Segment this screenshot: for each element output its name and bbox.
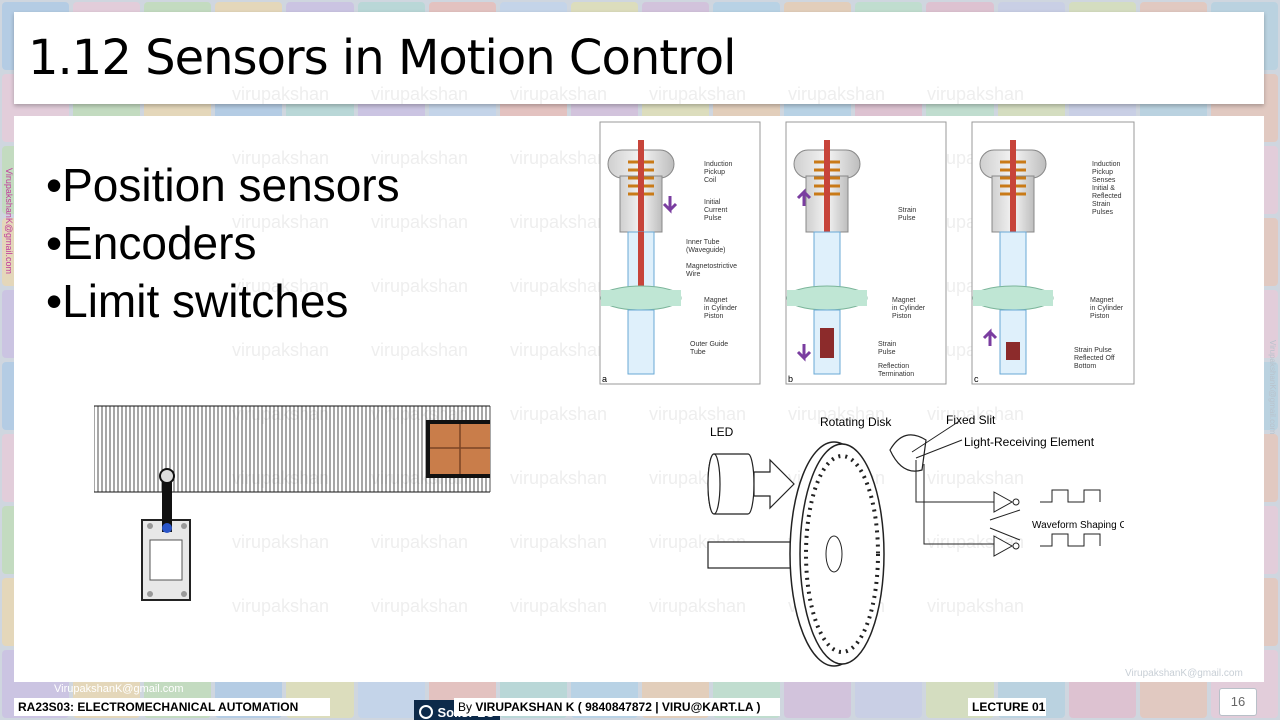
bottom-email-right: VirupakshanK@gmail.com [1125, 668, 1243, 679]
svg-text:Induction: Induction [704, 161, 733, 168]
side-email-watermark: VirupakshanK@gmail.com [4, 168, 14, 275]
svg-text:Coil: Coil [704, 177, 717, 184]
watermark-text: virupakshan [510, 276, 608, 296]
optical-encoder-figure: LED Rotating Disk Fixed Slit Light-Recei… [707, 413, 1124, 667]
fixed-slit-label: Fixed Slit [946, 413, 996, 427]
svg-text:Strain: Strain [878, 341, 896, 348]
magnetostrictive-sensor-figure: a Induction Pickup Coil Initial Current … [599, 121, 1135, 385]
svg-text:Termination: Termination [878, 371, 914, 378]
svg-text:Pulse: Pulse [898, 215, 916, 222]
svg-text:Reflected Off: Reflected Off [1074, 355, 1115, 362]
watermark-text: virupakshan [510, 532, 608, 552]
panel-c-label: c [974, 374, 979, 384]
panel-c-annotations: Induction Pickup Senses Initial & Reflec… [1074, 161, 1124, 370]
svg-text:Strain: Strain [1092, 201, 1110, 208]
svg-text:in Cylinder: in Cylinder [1090, 305, 1124, 312]
panel-b [785, 121, 947, 385]
footer: RA23S03: ELECTROMECHANICAL AUTOMATION By… [0, 692, 1280, 720]
svg-text:Wire: Wire [686, 271, 700, 278]
svg-text:Outer Guide: Outer Guide [690, 341, 728, 348]
light-receiving-label: Light-Receiving Element [964, 435, 1095, 449]
svg-text:Magnet: Magnet [892, 297, 915, 304]
watermark-text: virupakshan [510, 404, 608, 424]
page-number: 16 [1219, 688, 1257, 716]
footer-author: By VIRUPAKSHAN K ( 9840847872 | VIRU@KAR… [454, 698, 780, 716]
bullet-list: Position sensors Encoders Limit switches [46, 156, 400, 330]
watermark-text: virupakshan [510, 596, 608, 616]
panel-a-annotations: Induction Pickup Coil Initial Current Pu… [686, 161, 738, 356]
bottom-email: VirupakshanK@gmail.com [54, 683, 184, 695]
svg-text:Induction: Induction [1092, 161, 1121, 168]
svg-text:Pickup: Pickup [1092, 169, 1113, 176]
watermark-text: virupakshan [510, 148, 608, 168]
watermark-text: virupakshan [371, 340, 469, 360]
svg-text:Magnet: Magnet [1090, 297, 1113, 304]
bullet-limit-switches: Limit switches [46, 272, 400, 330]
watermark-text: virupakshan [510, 212, 608, 232]
slide-title: 1.12 Sensors in Motion Control [28, 30, 736, 86]
watermark-text: virupakshan [510, 468, 608, 488]
rotating-disk [789, 441, 885, 667]
svg-text:Strain Pulse: Strain Pulse [1074, 347, 1112, 354]
svg-text:Reflected: Reflected [1092, 193, 1122, 200]
led [707, 453, 755, 515]
panel-a-label: a [602, 374, 607, 384]
limit-switch [141, 468, 191, 601]
svg-text:Magnet: Magnet [704, 297, 727, 304]
panel-b-label: b [788, 374, 793, 384]
bullet-position-sensors: Position sensors [46, 156, 400, 214]
panel-c [971, 121, 1135, 385]
limit-switch-figure [94, 405, 491, 601]
svg-text:in Cylinder: in Cylinder [892, 305, 926, 312]
svg-text:Tube: Tube [690, 349, 706, 356]
svg-text:Piston: Piston [892, 313, 912, 320]
slide-content: virupakshan virupakshan virupakshan virupak… [14, 84, 1264, 720]
rotating-disk-label: Rotating Disk [820, 415, 892, 429]
svg-text:Piston: Piston [704, 313, 724, 320]
watermark-text: virupakshan [232, 340, 330, 360]
led-label: LED [710, 425, 734, 439]
svg-text:Pulse: Pulse [704, 215, 722, 222]
svg-text:in Cylinder: in Cylinder [704, 305, 738, 312]
title-bar: 1.12 Sensors in Motion Control [14, 12, 1264, 104]
svg-text:Reflection: Reflection [878, 363, 909, 370]
svg-text:Piston: Piston [1090, 313, 1110, 320]
svg-text:(Waveguide): (Waveguide) [686, 247, 725, 254]
panel-a [599, 121, 761, 385]
svg-text:Inner Tube: Inner Tube [686, 239, 720, 246]
svg-text:Pickup: Pickup [704, 169, 725, 176]
svg-text:Pulses: Pulses [1092, 209, 1114, 216]
gear-icon [419, 705, 434, 719]
svg-text:Initial &: Initial & [1092, 185, 1115, 192]
svg-text:Current: Current [704, 207, 727, 214]
side-email-watermark-right: VirupakshanK@gmail.com [1268, 340, 1277, 435]
light-arrow [753, 458, 795, 510]
panel-b-annotations: Strain Pulse Magnet in Cylinder Piston S… [878, 207, 926, 378]
svg-text:Senses: Senses [1092, 177, 1116, 184]
wooden-box [426, 420, 490, 478]
watermark-text: virupakshan [510, 340, 608, 360]
svg-text:Pulse: Pulse [878, 349, 896, 356]
svg-text:Bottom: Bottom [1074, 363, 1096, 370]
footer-course: RA23S03: ELECTROMECHANICAL AUTOMATION [14, 698, 330, 716]
waveform-label: Waveform Shaping Circuit [1032, 520, 1124, 531]
fixed-slit [889, 421, 963, 472]
signal-wires [915, 460, 1101, 557]
svg-text:Magnetostrictive: Magnetostrictive [686, 263, 737, 270]
svg-text:Strain: Strain [898, 207, 916, 214]
svg-text:Initial: Initial [704, 199, 721, 206]
footer-lecture: LECTURE 01 [968, 698, 1046, 716]
bullet-encoders: Encoders [46, 214, 400, 272]
